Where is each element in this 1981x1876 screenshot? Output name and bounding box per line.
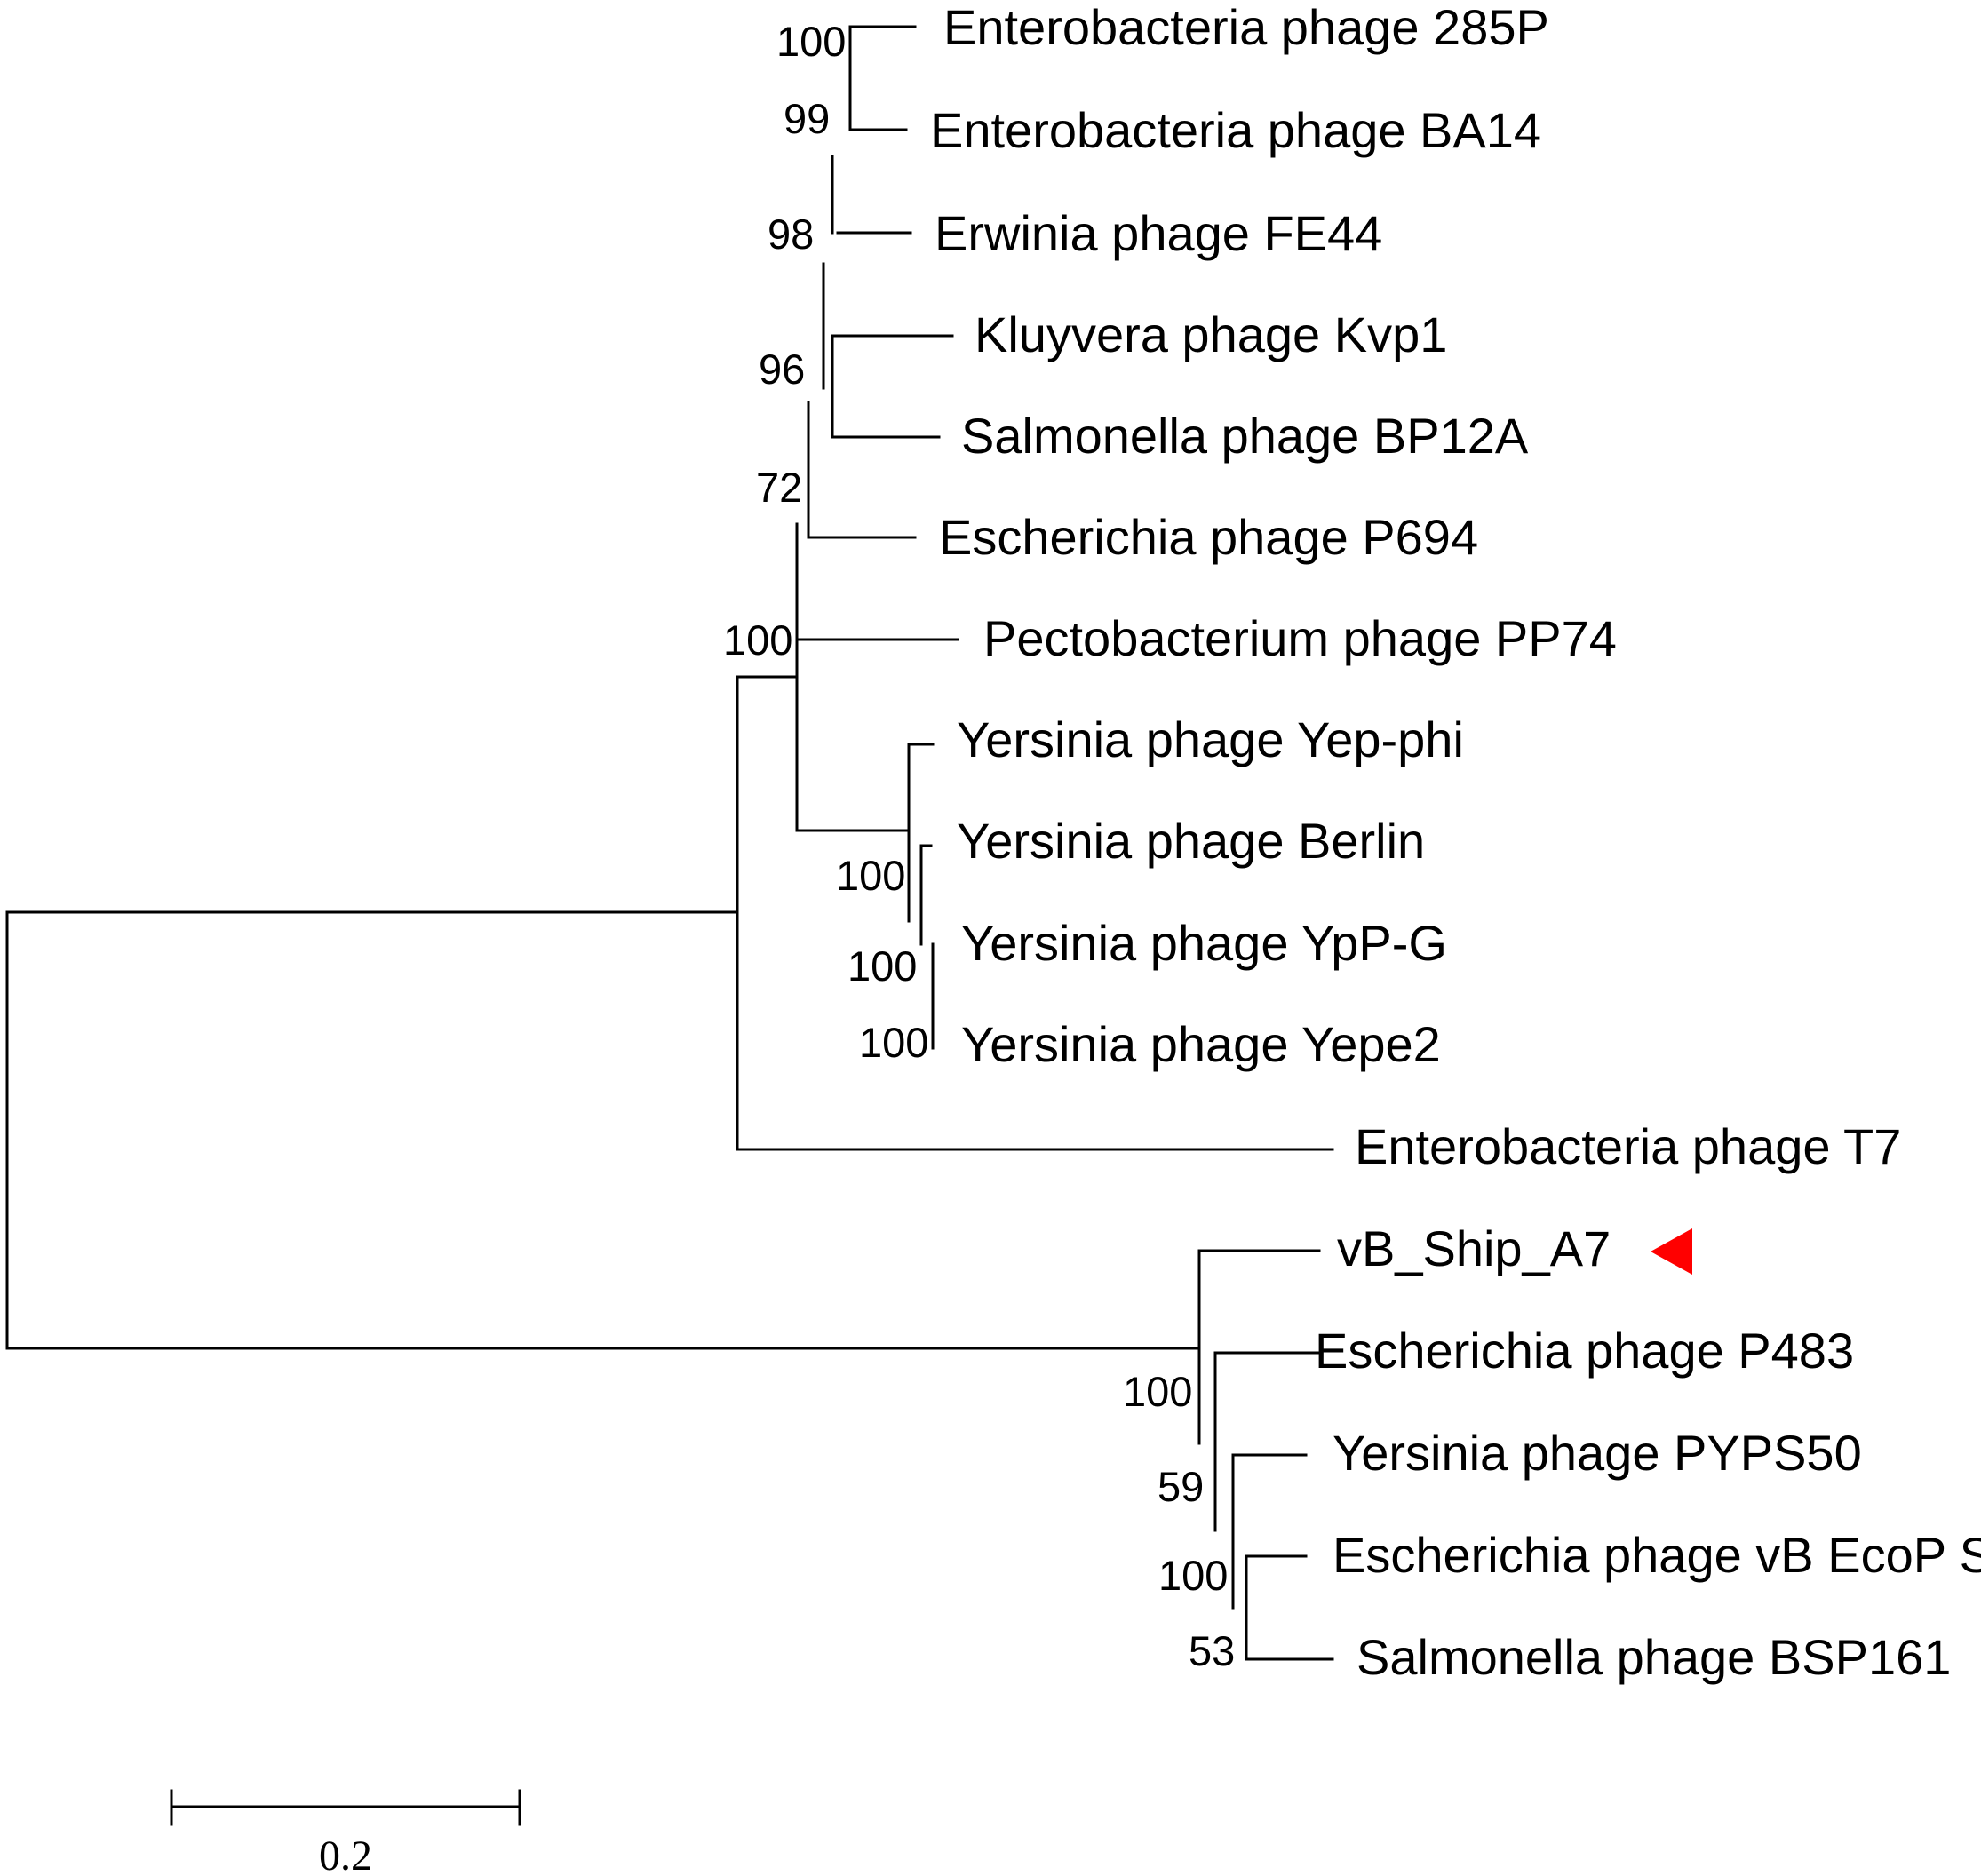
bootstrap-value: 100 — [1158, 1552, 1228, 1599]
bootstrap-values: 100 99 98 96 72 100 100 100 100 100 59 1… — [723, 18, 1235, 1674]
taxon-label: Salmonella phage BSP161 — [1356, 1629, 1951, 1685]
taxon-label: Escherichia phage P694 — [939, 509, 1478, 565]
taxon-label: Enterobacteria phage BA14 — [930, 102, 1541, 158]
bootstrap-value: 100 — [859, 1019, 928, 1066]
taxon-label: Kluyvera phage Kvp1 — [975, 306, 1447, 362]
taxon-label-highlighted: vB_Ship_A7 — [1337, 1220, 1611, 1276]
bootstrap-value: 100 — [847, 942, 917, 990]
bootstrap-value: 100 — [1123, 1368, 1192, 1415]
tree-branches — [5, 25, 1334, 1661]
bootstrap-value: 99 — [784, 95, 830, 142]
taxon-label: Escherichia phage P483 — [1315, 1323, 1854, 1379]
taxon-label: Yersinia phage Yep-phi — [957, 711, 1464, 767]
taxon-label: Yersinia phage Berlin — [957, 813, 1425, 869]
taxon-label: Yersinia phage YpP-G — [961, 915, 1447, 971]
taxon-label: Enterobacteria phage 285P — [943, 0, 1549, 55]
bootstrap-value: 53 — [1189, 1627, 1235, 1674]
scale-bar-label: 0.2 — [319, 1832, 372, 1876]
bootstrap-value: 72 — [756, 464, 802, 511]
taxon-labels: Enterobacteria phage 285P Enterobacteria… — [930, 0, 1981, 1685]
taxon-label: Yersinia phage PYPS50 — [1333, 1425, 1862, 1481]
taxon-label: Enterobacteria phage T7 — [1355, 1118, 1901, 1174]
bootstrap-value: 100 — [776, 18, 846, 65]
bootstrap-value: 59 — [1158, 1463, 1204, 1510]
bootstrap-value: 96 — [759, 346, 805, 393]
taxon-label: Salmonella phage BP12A — [961, 408, 1529, 464]
highlight-triangle-icon — [1651, 1228, 1692, 1275]
taxon-label: Yersinia phage Yepe2 — [961, 1016, 1441, 1072]
taxon-label: Erwinia phage FE44 — [935, 205, 1382, 261]
bootstrap-value: 100 — [836, 852, 905, 899]
bootstrap-value: 98 — [768, 211, 814, 258]
taxon-label: Escherichia phage vB EcoP S523 — [1333, 1527, 1981, 1583]
scale-bar: 0.2 — [170, 1789, 521, 1876]
taxon-label: Pectobacterium phage PP74 — [983, 610, 1617, 666]
bootstrap-value: 100 — [723, 616, 792, 664]
